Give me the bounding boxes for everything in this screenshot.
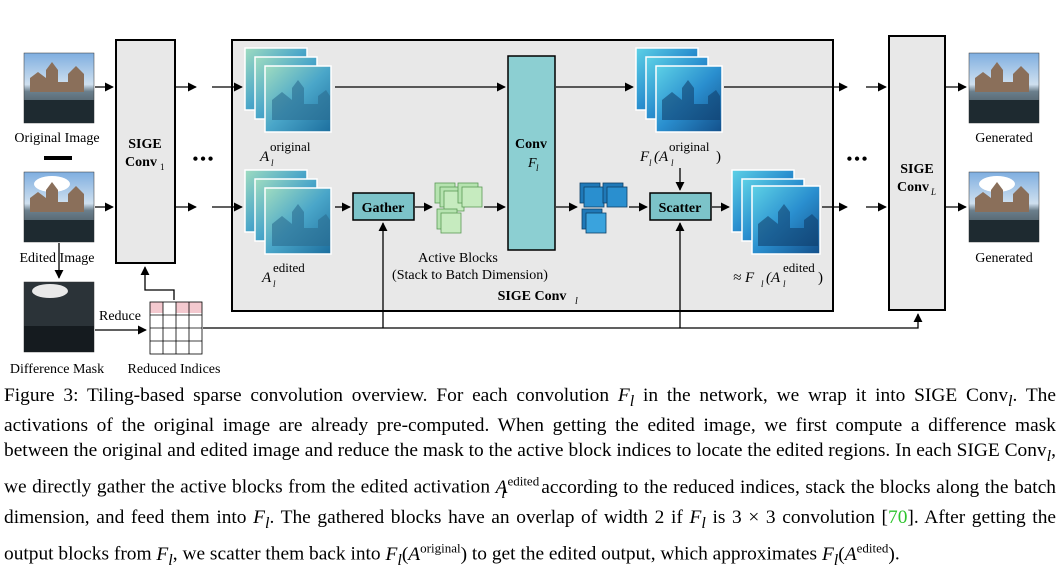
caption-math-l1: l [1008, 392, 1013, 410]
output-blocks-blue [579, 182, 628, 234]
conv-f: F [527, 156, 537, 171]
reduced-indices-label: Reduced Indices [128, 362, 221, 377]
caption-text-5: . The gathered blocks have an overlap of… [269, 507, 690, 529]
caption-text-1: in the network, we wrap it into SIGE Con… [634, 385, 1009, 406]
reduce-label: Reduce [99, 309, 141, 324]
sige-conv-1-line1: SIGE [128, 137, 161, 152]
reduced-indices-grid [149, 301, 203, 355]
active-blocks-note: (Stack to Batch Dimension) [392, 268, 548, 283]
a-edited-base: A [261, 270, 272, 286]
f-edited-sub: l [761, 279, 764, 289]
sige-conv-L-line1: SIGE [900, 162, 933, 177]
f-original-feature-stack [635, 47, 723, 133]
f-original-sup: original [669, 139, 710, 154]
sige-conv-L-line2: Conv [897, 180, 929, 195]
caption-text-6: is 3 × 3 convolution [ [705, 507, 888, 529]
caption-citation-link[interactable]: 70 [888, 507, 908, 529]
f-edited-a: (A [766, 270, 781, 286]
edited-image-label: Edited Image [19, 251, 94, 266]
sige-architecture-diagram: Original Image Edited Image Difference M… [10, 35, 1040, 377]
gather-box [352, 192, 415, 221]
caption-text-10: . [894, 543, 900, 565]
f-edited-feature-stack [731, 169, 821, 255]
generated-bottom-label: Generated [975, 251, 1033, 266]
f-original-a: (A [654, 149, 669, 165]
caption-math-f4: Fl [156, 543, 173, 569]
caption-text-9: to get the edited output, which approxim… [467, 543, 822, 565]
caption-text-2: . The activations of the original image … [4, 385, 1056, 461]
a-original-feature-stack [244, 47, 332, 133]
a-original-base: A [259, 149, 270, 165]
f-original-a-sub: l [671, 158, 674, 168]
caption-math-f-orig: Fl(Aoriginal) [385, 540, 468, 569]
scatter-label: Scatter [659, 201, 702, 216]
caption-text-3: , we directly gather the active blocks f… [4, 439, 1056, 498]
difference-mask-label: Difference Mask [10, 362, 104, 377]
caption-text-7: ]. After getting the output blocks from [4, 507, 1056, 565]
conv-f-sub: l [536, 163, 539, 173]
generated-image-top [968, 52, 1040, 124]
edited-image [23, 171, 95, 243]
caption-lead: Figure 3: Tiling-based sparse convolutio… [4, 385, 618, 406]
caption-math-f3: Fl [689, 507, 706, 532]
figure-caption: Figure 3: Tiling-based sparse convolutio… [4, 384, 1056, 573]
original-image [23, 52, 95, 124]
ellipsis-left: ••• [193, 151, 216, 168]
sige-conv-L-box [888, 35, 946, 311]
caption-text-8: , we scatter them back into [172, 543, 386, 565]
a-edited-sup: edited [273, 260, 305, 275]
sige-conv-1-line2: Conv [125, 155, 157, 170]
conv-label: Conv [515, 137, 547, 152]
sige-conv-1-box [115, 39, 176, 264]
difference-mask [23, 281, 95, 353]
a-edited-feature-stack [244, 169, 332, 255]
caption-math-f2: Fl [253, 507, 270, 532]
caption-math-f1: Fl [617, 385, 635, 410]
a-edited-sub: l [273, 279, 276, 289]
f-original-sub: l [649, 158, 652, 168]
original-image-label: Original Image [14, 131, 99, 146]
connector-arrows [54, 82, 967, 335]
f-edited-close: ) [818, 270, 823, 286]
a-original-sup: original [270, 139, 311, 154]
f-original-f: F [639, 149, 650, 165]
caption-math-l2: l [1046, 447, 1052, 465]
active-blocks-green [434, 182, 483, 234]
generated-top-label: Generated [975, 131, 1033, 146]
f-edited-sup: edited [783, 260, 815, 275]
scatter-box [649, 192, 712, 221]
a-original-sub: l [271, 158, 274, 168]
conv-block [507, 55, 556, 251]
generated-image-bottom [968, 171, 1040, 243]
sige-conv-l-label: SIGE Conv [498, 289, 567, 304]
sige-conv-1-sub: 1 [160, 162, 165, 172]
sige-conv-L-sub: L [930, 187, 936, 197]
caption-text-4: according to the reduced indices, stack … [4, 476, 1056, 529]
f-edited-a-sub: l [783, 279, 786, 289]
active-blocks-label: Active Blocks [418, 251, 498, 266]
caption-math-f-edited: Fl(Aedited) [821, 540, 895, 569]
f-original-close: ) [716, 149, 721, 165]
caption-math-a-edited: Aeditedl [495, 473, 540, 502]
minus-sign [44, 156, 72, 160]
gather-label: Gather [362, 201, 405, 216]
ellipsis-right: ••• [847, 151, 870, 168]
f-edited-approx: ≈ F [733, 270, 755, 286]
sige-conv-l-sub: l [575, 296, 578, 307]
